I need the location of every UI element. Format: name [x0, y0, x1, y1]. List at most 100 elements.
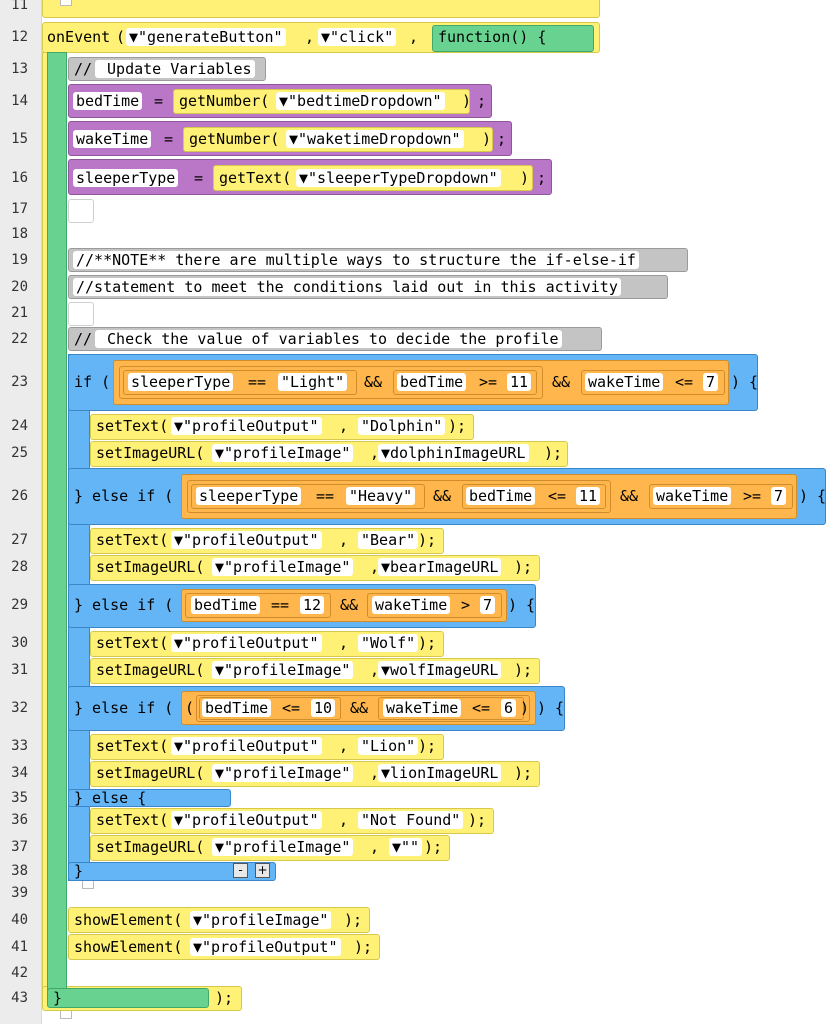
- line-number: 12: [11, 29, 28, 45]
- line-number: 43: [11, 990, 28, 1006]
- setimage-url-dropdown[interactable]: ▼wolfImageURL: [378, 661, 502, 679]
- line-number: 13: [11, 61, 28, 77]
- cond-value-7[interactable]: 7: [480, 596, 496, 614]
- cond-var-sleepertype[interactable]: sleeperType: [196, 487, 302, 505]
- add-else-button[interactable]: +: [255, 863, 270, 878]
- setimageurl-fn: setImageURL(: [96, 764, 205, 782]
- arg-value: "profileOutput": [183, 737, 319, 755]
- cond-var-bedtime[interactable]: bedTime: [466, 487, 536, 505]
- setimage-id-dropdown[interactable]: ▼"profileImage": [212, 661, 354, 679]
- group-open-paren: (: [185, 699, 195, 717]
- waketime-dropdown-arg[interactable]: ▼"waketimeDropdown": [286, 130, 464, 148]
- dropdown-arrow-icon: ▼: [129, 28, 139, 46]
- settext-value[interactable]: "Not Found": [358, 811, 464, 829]
- cond-value-7[interactable]: 7: [771, 487, 787, 505]
- empty-line-block[interactable]: [68, 302, 94, 326]
- statement-close: );: [344, 911, 363, 929]
- arg-value: wolfImageURL: [390, 661, 499, 679]
- statement-semicolon: ;: [537, 169, 547, 187]
- cond-var-waketime[interactable]: wakeTime: [653, 487, 732, 505]
- line-number: 17: [11, 201, 28, 217]
- statement-close: );: [448, 417, 467, 435]
- line-number: 24: [11, 418, 28, 434]
- statement-close: );: [468, 811, 487, 829]
- function-rail: [47, 52, 67, 996]
- statement-semicolon: ;: [477, 92, 487, 110]
- sleepertype-dropdown-arg[interactable]: ▼"sleeperTypeDropdown": [296, 169, 501, 187]
- var-waketime[interactable]: wakeTime: [73, 130, 152, 148]
- else-header[interactable]: [68, 789, 231, 807]
- arg-value: "bedtimeDropdown": [288, 92, 442, 110]
- setimage-id-dropdown[interactable]: ▼"profileImage": [212, 838, 354, 856]
- cond-value-6[interactable]: 6: [501, 699, 517, 717]
- setimage-url-dropdown[interactable]: ▼lionImageURL: [378, 764, 502, 782]
- dropdown-arrow-icon: ▼: [174, 417, 184, 435]
- setimage-id-dropdown[interactable]: ▼"profileImage": [212, 764, 354, 782]
- cond-value-11[interactable]: 11: [576, 487, 601, 505]
- function-footer[interactable]: [47, 988, 209, 1008]
- setimage-url-dropdown[interactable]: ▼dolphinImageURL: [378, 444, 529, 462]
- settext-id-dropdown[interactable]: ▼"profileOutput": [171, 634, 322, 652]
- event-type-dropdown[interactable]: ▼"click": [318, 28, 397, 46]
- setimageurl-fn: setImageURL(: [96, 444, 205, 462]
- dropdown-arrow-icon: ▼: [321, 28, 331, 46]
- settext-value[interactable]: "Bear": [358, 531, 419, 549]
- settext-id-dropdown[interactable]: ▼"profileOutput": [171, 811, 322, 829]
- line-number: 19: [11, 252, 28, 268]
- setimage-url-dropdown[interactable]: ▼"": [389, 838, 423, 856]
- cond-var-waketime[interactable]: wakeTime: [372, 596, 451, 614]
- var-bedtime[interactable]: bedTime: [73, 92, 143, 110]
- remove-else-button[interactable]: -: [233, 863, 248, 878]
- gettext-fn: getText(: [219, 169, 292, 187]
- cond-value-11[interactable]: 11: [507, 373, 532, 391]
- settext-id-dropdown[interactable]: ▼"profileOutput": [171, 531, 322, 549]
- event-element-dropdown[interactable]: ▼"generateButton": [126, 28, 286, 46]
- settext-id-dropdown[interactable]: ▼"profileOutput": [171, 417, 322, 435]
- getnumber-close: ): [482, 130, 492, 148]
- comment-note-text[interactable]: //**NOTE** there are multiple ways to st…: [73, 251, 639, 269]
- empty-line-block[interactable]: [68, 199, 94, 223]
- cond-value-12[interactable]: 12: [300, 596, 325, 614]
- settext-id-dropdown[interactable]: ▼"profileOutput": [171, 737, 322, 755]
- dropdown-arrow-icon: ▼: [193, 938, 203, 956]
- cond-var-sleepertype[interactable]: sleeperType: [128, 373, 234, 391]
- cond-var-waketime[interactable]: wakeTime: [585, 373, 664, 391]
- settext-fn: setText(: [96, 531, 169, 549]
- showelement-id-dropdown[interactable]: ▼"profileImage": [190, 911, 332, 929]
- bedtime-dropdown-arg[interactable]: ▼"bedtimeDropdown": [276, 92, 445, 110]
- cond-var-bedtime[interactable]: bedTime: [202, 699, 272, 717]
- comment-text[interactable]: Update Variables: [95, 60, 255, 78]
- comment-check-text[interactable]: Check the value of variables to decide t…: [95, 330, 562, 348]
- setimage-id-dropdown[interactable]: ▼"profileImage": [212, 444, 354, 462]
- cond-var-bedtime[interactable]: bedTime: [397, 373, 467, 391]
- statement-close: );: [418, 737, 437, 755]
- cond-value-heavy[interactable]: "Heavy": [346, 487, 416, 505]
- function-header[interactable]: [432, 25, 594, 52]
- getnumber-fn: getNumber(: [179, 92, 270, 110]
- setimage-id-dropdown[interactable]: ▼"profileImage": [212, 558, 354, 576]
- arg-comma: ,: [339, 417, 349, 435]
- if-chain-footer[interactable]: [68, 862, 276, 881]
- arg-value: dolphinImageURL: [390, 444, 526, 462]
- var-sleepertype[interactable]: sleeperType: [73, 169, 179, 187]
- cond-value-light[interactable]: "Light": [278, 373, 348, 391]
- showelement-id-dropdown[interactable]: ▼"profileOutput": [190, 938, 341, 956]
- setimage-url-dropdown[interactable]: ▼bearImageURL: [378, 558, 502, 576]
- statement-semicolon: ;: [497, 130, 507, 148]
- line-number: 15: [11, 131, 28, 147]
- settext-value[interactable]: "Dolphin": [358, 417, 446, 435]
- arg-comma: ,: [339, 811, 349, 829]
- settext-value[interactable]: "Wolf": [358, 634, 419, 652]
- block-notch: [60, 1011, 72, 1019]
- arg-value: "profileImage": [224, 444, 351, 462]
- cond-operator: ==: [248, 373, 267, 391]
- dropdown-arrow-icon: ▼: [215, 764, 225, 782]
- elseif-keyword: } else if (: [74, 487, 174, 505]
- elseif-keyword: } else if (: [74, 699, 174, 717]
- comment-statement-text[interactable]: //statement to meet the conditions laid …: [73, 278, 621, 296]
- cond-value-10[interactable]: 10: [311, 699, 336, 717]
- cond-value-7[interactable]: 7: [703, 373, 719, 391]
- cond-var-bedtime[interactable]: bedTime: [191, 596, 261, 614]
- settext-value[interactable]: "Lion": [358, 737, 419, 755]
- cond-var-waketime[interactable]: wakeTime: [383, 699, 462, 717]
